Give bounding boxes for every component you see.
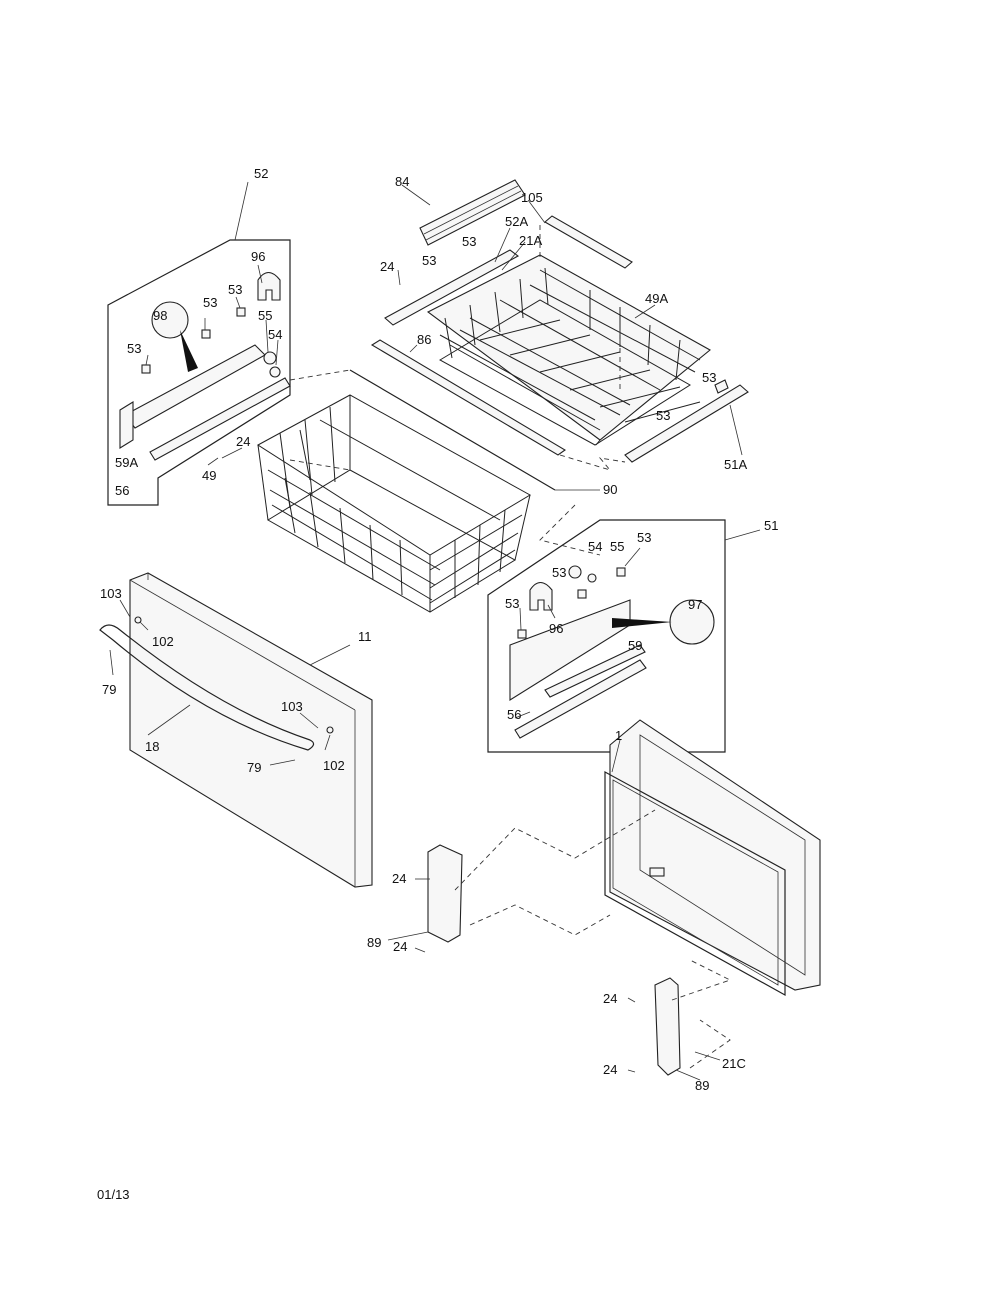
callout-24-top: 24 — [380, 259, 394, 274]
callout-11: 11 — [358, 629, 372, 644]
callout-51: 51 — [764, 518, 778, 533]
upper-wire-basket-49A — [426, 254, 711, 446]
callout-84: 84 — [395, 174, 409, 189]
callout-52: 52 — [254, 166, 268, 181]
callout-96-left: 96 — [251, 249, 265, 264]
roller-55-left — [263, 351, 277, 365]
clip-53-d — [616, 567, 626, 577]
assembly-lines — [289, 225, 732, 1069]
callout-54-right: 54 — [588, 539, 602, 554]
callout-105: 105 — [521, 190, 543, 205]
callout-1: 1 — [615, 728, 622, 743]
callout-53-box-c: 53 — [505, 596, 519, 611]
callout-97: 97 — [688, 597, 702, 612]
stop-96-right — [529, 581, 553, 611]
upper-basket-grid — [439, 267, 701, 446]
detail-pointer-98 — [180, 330, 198, 372]
callout-59A: 59A — [115, 455, 138, 470]
callout-79-left: 79 — [102, 682, 116, 697]
callout-53-left-c: 53 — [127, 341, 141, 356]
rod-90 — [349, 369, 556, 491]
callout-103-right: 103 — [281, 699, 303, 714]
callout-53-top-b: 53 — [422, 253, 436, 268]
callout-49: 49 — [202, 468, 216, 483]
callout-18: 18 — [145, 739, 159, 754]
bracket-89-right — [654, 977, 681, 1076]
lower-basket-grid — [257, 395, 531, 612]
callout-103-left: 103 — [100, 586, 122, 601]
bracket-left — [119, 401, 134, 449]
roller-54-right — [568, 565, 582, 579]
callout-89-right: 89 — [695, 1078, 709, 1093]
callout-59: 59 — [628, 638, 642, 653]
date-code: 01/13 — [97, 1187, 130, 1202]
callout-21A: 21A — [519, 233, 542, 248]
slide-59A — [124, 344, 266, 429]
callout-21C: 21C — [722, 1056, 746, 1071]
callout-52A: 52A — [505, 214, 528, 229]
callout-86: 86 — [417, 332, 431, 347]
frame-label — [649, 867, 665, 877]
detail-pointer-97 — [612, 618, 672, 628]
drawer-frame-1 — [604, 719, 821, 997]
slide-clip-53-right — [714, 379, 729, 394]
callout-79-right: 79 — [247, 760, 261, 775]
callout-labels: 84 105 52A 21A 53 53 24 86 49A 53 53 51A… — [100, 166, 778, 1093]
callout-24-left-b: 24 — [393, 939, 407, 954]
callout-24-left-a: 24 — [392, 871, 406, 886]
roller-54-left — [269, 366, 281, 378]
clip-53-b — [236, 307, 246, 317]
callout-24-mid: 24 — [236, 434, 250, 449]
callout-49A: 49A — [645, 291, 668, 306]
callout-55-right: 55 — [610, 539, 624, 554]
rod-105 — [544, 215, 633, 269]
divider-84 — [419, 179, 526, 246]
callout-53-box-b: 53 — [552, 565, 566, 580]
callout-56-left: 56 — [115, 483, 129, 498]
lower-wire-basket — [257, 394, 531, 613]
callout-55-left: 55 — [258, 308, 272, 323]
callout-24-right-a: 24 — [603, 991, 617, 1006]
callout-53-top-a: 53 — [462, 234, 476, 249]
callout-53-right-b: 53 — [656, 408, 670, 423]
handle-screw-right — [326, 726, 334, 734]
rail-52A — [384, 249, 520, 326]
callout-96-right: 96 — [549, 621, 563, 636]
callout-53-left-a: 53 — [203, 295, 217, 310]
drawer-front-11 — [99, 572, 373, 888]
callout-102-left: 102 — [152, 634, 174, 649]
bracket-89-left — [427, 844, 463, 943]
callout-56-right: 56 — [507, 707, 521, 722]
clip-53-a — [201, 329, 211, 339]
handle-screw-left — [134, 616, 142, 624]
callout-90: 90 — [603, 482, 617, 497]
roller-55-right — [587, 573, 597, 583]
slide-59 — [544, 644, 646, 698]
slide-56 — [149, 377, 291, 461]
callout-53-left-b: 53 — [228, 282, 242, 297]
detail-circle-98 — [151, 301, 189, 339]
callout-89-left: 89 — [367, 935, 381, 950]
callout-98: 98 — [153, 308, 167, 323]
clip-53-f — [517, 629, 527, 639]
clip-53-c — [141, 364, 151, 374]
slide-56-right — [514, 659, 647, 739]
inset-box-52 — [107, 239, 291, 506]
stop-96-left — [257, 271, 281, 301]
inset-box-51 — [487, 519, 726, 753]
callout-54-left: 54 — [268, 327, 282, 342]
handle-18 — [99, 624, 315, 751]
rail-86 — [370, 339, 567, 456]
rail-51A — [624, 384, 749, 463]
leader-lines — [109, 181, 761, 1081]
callout-53-box-a: 53 — [637, 530, 651, 545]
callout-24-right-b: 24 — [603, 1062, 617, 1077]
callout-51A: 51A — [724, 457, 747, 472]
callout-102-right: 102 — [323, 758, 345, 773]
clip-53-e — [577, 589, 587, 599]
callout-53-right-a: 53 — [702, 370, 716, 385]
